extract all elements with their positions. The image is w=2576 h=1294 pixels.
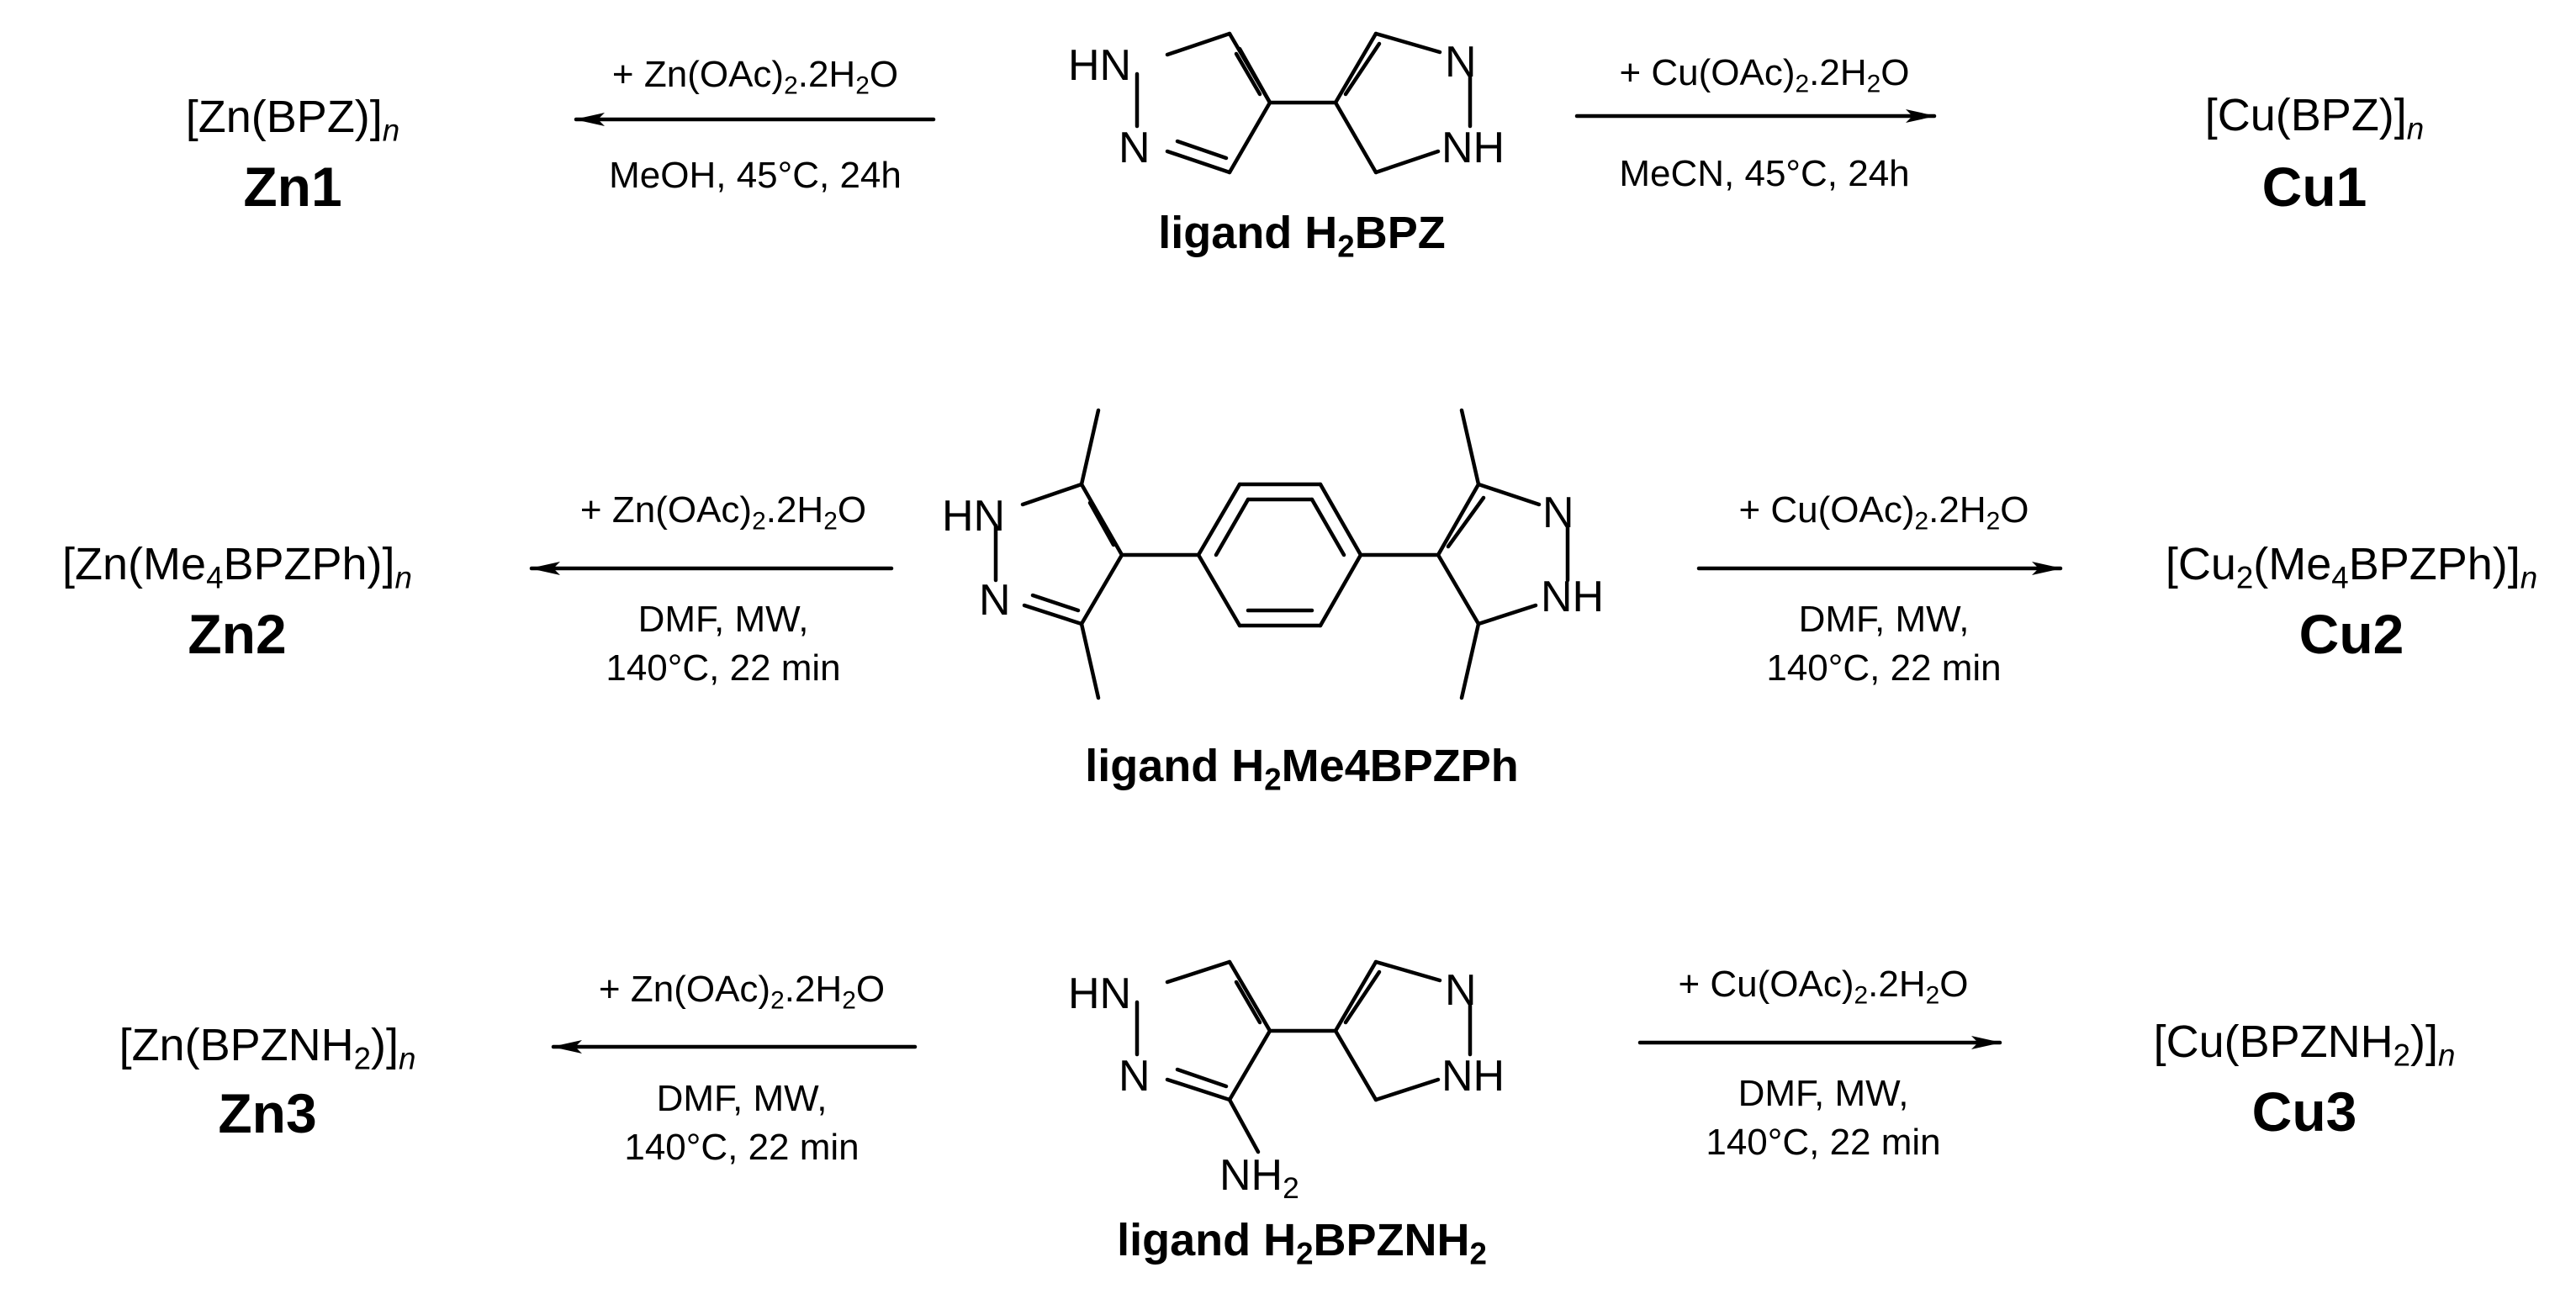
product-formula-cu2: [Cu2(Me4BPZPh)]n xyxy=(2165,539,2538,595)
conditions-zn2: DMF, MW,140°C, 22 min xyxy=(606,599,841,689)
product-formula-zn1: [Zn(BPZ)]n xyxy=(185,92,400,148)
product-formula-zn2: [Zn(Me4BPZPh)]n xyxy=(62,539,412,595)
conditions-zn1: MeOH, 45°C, 24h xyxy=(609,155,902,196)
product-code-zn1: Zn1 xyxy=(243,156,342,218)
product-code-zn2: Zn2 xyxy=(188,603,287,665)
reagent-zn2: + Zn(OAc)2.2H2O xyxy=(579,489,867,536)
atom-n-right: N xyxy=(1445,966,1477,1015)
reagent-cu1: + Cu(OAc)2.2H2O xyxy=(1619,52,1910,98)
reagent-cu2: + Cu(OAc)2.2H2O xyxy=(1738,489,2029,536)
ligand-name-h2bpznh2: ligand H2BPZNH2 xyxy=(1117,1215,1487,1271)
atom-n-right: N xyxy=(1445,38,1477,87)
conditions-cu3: DMF, MW,140°C, 22 min xyxy=(1706,1073,1941,1163)
atom-n-left: N xyxy=(1119,124,1150,172)
atom-hn-left: HN xyxy=(942,492,1006,541)
atom-nh-right: NH xyxy=(1441,1052,1505,1101)
conditions-cu1: MeCN, 45°C, 24h xyxy=(1619,153,1910,194)
ligand-name-h2me4bpzph: ligand H2Me4BPZPh xyxy=(1085,741,1519,797)
atom-nh2: NH2 xyxy=(1219,1151,1299,1205)
ligand-h2bpznh2-structure xyxy=(1135,959,1473,1154)
reagent-zn1: + Zn(OAc)2.2H2O xyxy=(611,54,899,100)
product-code-cu3: Cu3 xyxy=(2251,1080,2357,1143)
ligand-h2me4bpzph-structure xyxy=(993,408,1570,700)
atom-nh-right: NH xyxy=(1441,124,1505,172)
atom-n-left: N xyxy=(979,576,1011,625)
product-code-cu1: Cu1 xyxy=(2261,156,2367,218)
reagent-zn3: + Zn(OAc)2.2H2O xyxy=(598,969,886,1015)
atom-n-right: N xyxy=(1542,489,1574,537)
conditions-cu2: DMF, MW,140°C, 22 min xyxy=(1766,599,2002,689)
reagent-cu3: + Cu(OAc)2.2H2O xyxy=(1678,964,1969,1010)
atom-hn-left: HN xyxy=(1068,41,1132,90)
ligand-name-h2bpz: ligand H2BPZ xyxy=(1158,208,1446,264)
product-formula-zn3: [Zn(BPZNH2)]n xyxy=(119,1020,416,1076)
product-code-cu2: Cu2 xyxy=(2298,603,2404,665)
atom-hn-left: HN xyxy=(1068,969,1132,1018)
atom-nh-right: NH xyxy=(1541,573,1605,621)
product-formula-cu3: [Cu(BPZNH2)]n xyxy=(2153,1017,2456,1073)
product-code-zn3: Zn3 xyxy=(218,1082,317,1144)
ligand-h2bpz-structure xyxy=(1135,31,1473,175)
product-formula-cu1: [Cu(BPZ)]n xyxy=(2204,90,2425,146)
conditions-zn3: DMF, MW,140°C, 22 min xyxy=(624,1078,860,1168)
atom-n-left: N xyxy=(1119,1052,1150,1101)
